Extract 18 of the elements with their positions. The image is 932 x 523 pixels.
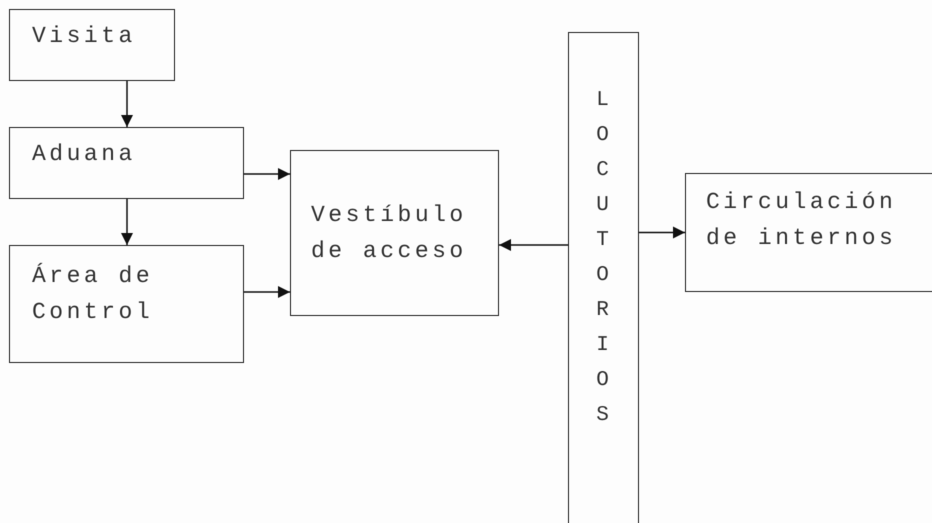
box-label: LOCUTORIOS (595, 88, 610, 429)
box-label: Circulación de internos (706, 188, 898, 253)
process-box (685, 173, 932, 292)
box-label: Visita (32, 22, 137, 51)
box-label: Vestíbulo de acceso (311, 201, 468, 266)
process-box (290, 150, 499, 316)
vertical-band (568, 32, 639, 523)
box-label: Aduana (32, 140, 137, 169)
process-box (9, 9, 175, 81)
arrow (499, 239, 568, 251)
box-label: Área de Control (32, 262, 154, 327)
arrow (639, 226, 685, 238)
process-box (9, 245, 244, 363)
arrow (244, 168, 290, 180)
process-box (9, 127, 244, 199)
arrow (121, 199, 133, 245)
arrow (244, 286, 290, 298)
arrow (121, 81, 133, 127)
